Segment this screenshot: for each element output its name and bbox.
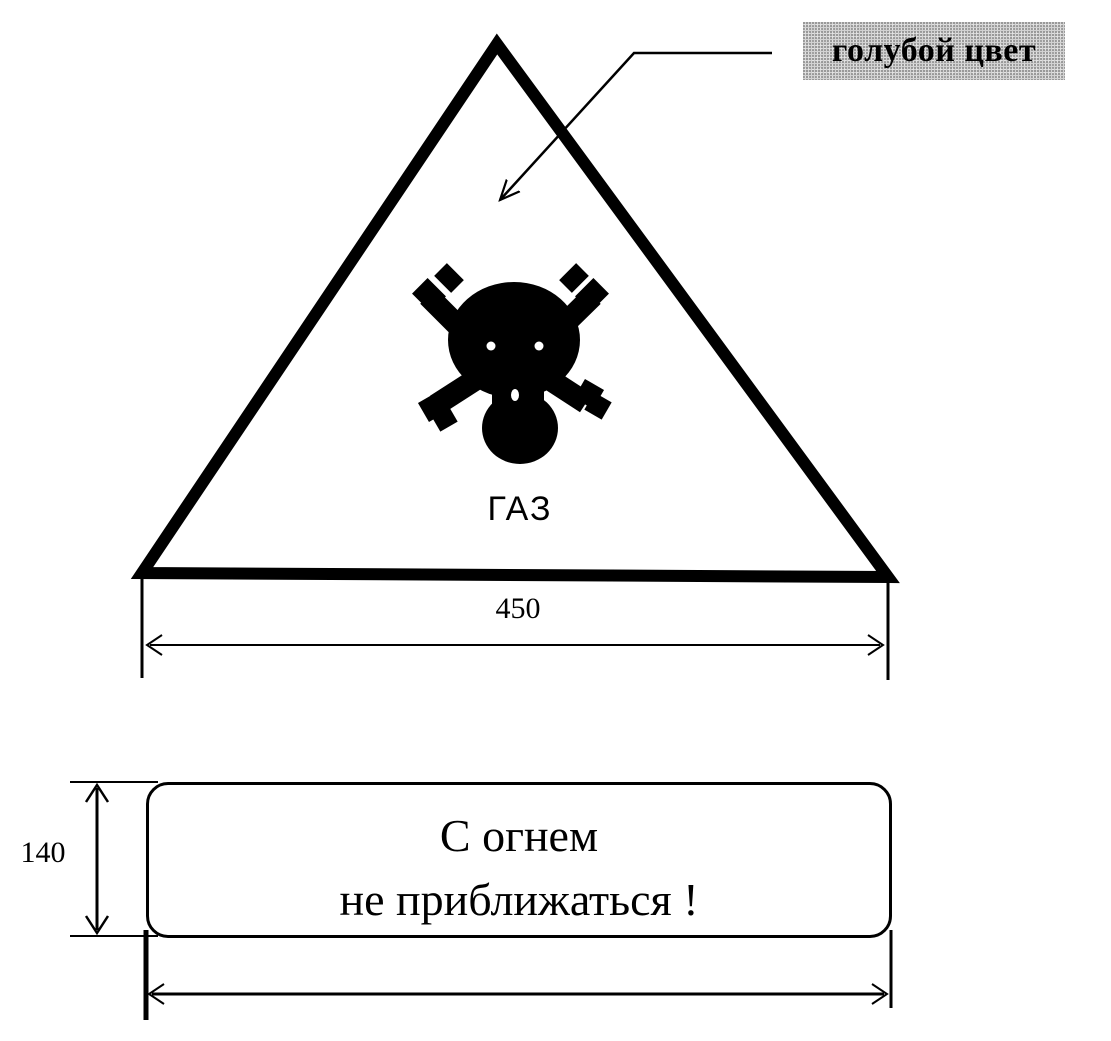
skull-nose (511, 389, 519, 401)
skull-eye-right (534, 341, 544, 351)
height-dimension (70, 781, 158, 937)
callout-leader-line (500, 51, 772, 200)
width-dimension (140, 578, 890, 680)
skull-eye-left (486, 341, 496, 351)
plate-width-dimension (143, 930, 893, 1020)
plate-text-line-1: С огнем (439, 810, 599, 861)
sign-gas-label: ГАЗ (487, 490, 553, 528)
width-dimension-label: 450 (495, 592, 541, 625)
plate-text-line-2: не приближаться ! (339, 874, 699, 925)
height-dimension-label: 140 (20, 836, 66, 869)
skull-crossbones-icon (412, 263, 612, 464)
warning-plate: С огнем не приближаться ! (146, 782, 892, 938)
color-callout-label: голубой цвет (803, 22, 1065, 80)
